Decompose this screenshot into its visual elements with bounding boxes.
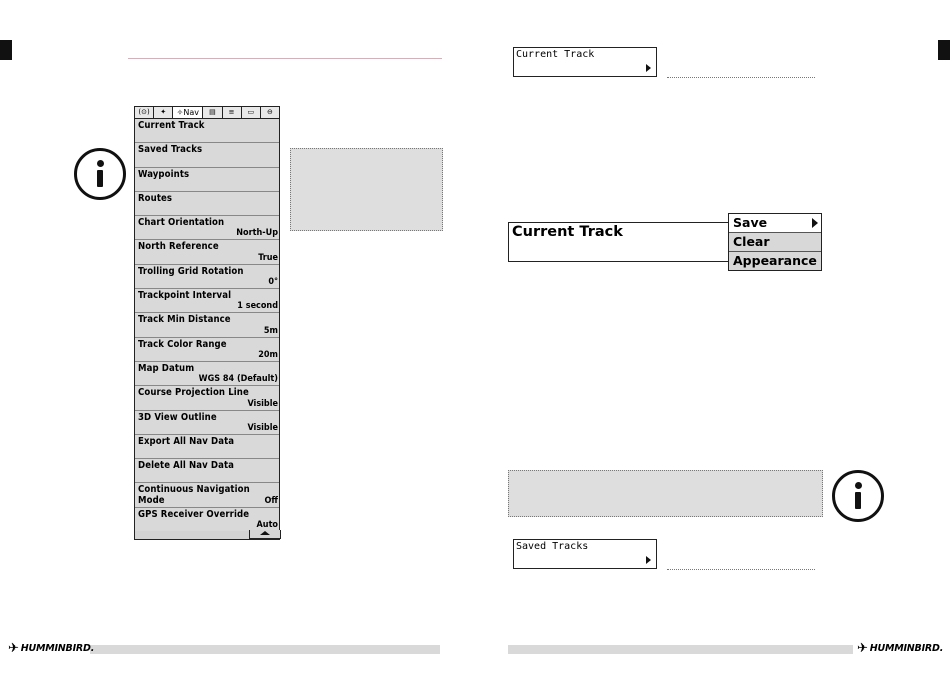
menu-item-label: Track Min Distance: [138, 314, 231, 326]
menu-item-label: 3D View Outline: [138, 411, 217, 423]
tab-sonar[interactable]: (⊙): [135, 107, 155, 118]
tab-chart[interactable]: ▤: [203, 107, 223, 118]
submenu-label: Appearance: [733, 253, 817, 268]
note-box: [508, 470, 823, 517]
footer-bar-right: [508, 645, 853, 654]
brand-logo-right: ✈ HUMMINBIRD.: [857, 641, 943, 656]
menu-item-value: Auto: [256, 520, 278, 531]
menu-item-value: 0°: [268, 277, 278, 288]
left-page-edge-tab: [0, 40, 12, 60]
submenu-item-save[interactable]: Save: [729, 214, 821, 233]
menu-item-value: 20m: [258, 349, 278, 360]
menu-item-value: Visible: [247, 398, 278, 409]
menu-tab-bar: (⊙) ✦ ✧Nav ▤ ≡ ▭ ⊖: [135, 107, 279, 119]
saved-tracks-label: Saved Tracks: [516, 541, 589, 552]
scroll-up-arrow[interactable]: [249, 530, 281, 539]
info-icon: [832, 470, 884, 522]
current-track-large-button[interactable]: Current Track: [508, 222, 729, 262]
menu-item-label: Current Track: [138, 120, 205, 131]
hummingbird-icon: ✈: [8, 641, 19, 656]
tab-accessories[interactable]: ⊖: [266, 108, 273, 116]
info-icon: [74, 148, 126, 200]
tab-nav[interactable]: ✧Nav: [173, 107, 204, 118]
dotted-rule: [667, 569, 815, 570]
hummingbird-icon: ✈: [857, 641, 868, 656]
submenu-item-clear[interactable]: Clear: [729, 233, 821, 252]
menu-item-label: Trolling Grid Rotation: [138, 265, 244, 277]
saved-tracks-button[interactable]: Saved Tracks: [513, 539, 657, 569]
menu-item-label: Delete All Nav Data: [138, 460, 234, 472]
menu-item-track-min-distance[interactable]: Track Min Distance 5m: [135, 313, 279, 338]
tab-alarms[interactable]: ✦: [154, 107, 174, 118]
menu-item-label: Track Color Range: [138, 338, 227, 350]
menu-item-value: Visible: [247, 422, 278, 433]
section-rule: [128, 58, 442, 59]
menu-item-label: Export All Nav Data: [138, 435, 235, 447]
menu-item-value: True: [258, 252, 278, 263]
menu-item-export-all-nav-data[interactable]: Export All Nav Data: [135, 434, 279, 460]
menu-item-value: 1 second: [237, 301, 278, 312]
current-track-large-label: Current Track: [512, 224, 623, 240]
menu-item-label: Course Projection Line: [138, 387, 249, 399]
footer-bar-left: [90, 645, 440, 654]
submenu-label: Clear: [733, 234, 770, 249]
current-track-label: Current Track: [516, 49, 595, 60]
menu-item-label: GPS Receiver Override: [138, 508, 250, 520]
note-box: [290, 148, 443, 231]
brand-logo-text: HUMMINBIRD.: [20, 643, 95, 654]
tab-setup[interactable]: ≡: [223, 107, 242, 118]
dotted-rule: [667, 77, 815, 78]
menu-item-value: WGS 84 (Default): [198, 374, 278, 385]
current-track-submenu: Save Clear Appearance: [728, 213, 822, 271]
menu-item-value: 5m: [263, 325, 278, 336]
brand-logo-left: ✈ HUMMINBIRD.: [8, 641, 94, 656]
submenu-item-appearance[interactable]: Appearance: [729, 252, 821, 270]
submenu-label: Save: [733, 215, 768, 230]
tab-views[interactable]: ▭: [242, 107, 261, 118]
menu-item-routes[interactable]: Routes: [135, 191, 279, 217]
menu-item-current-track[interactable]: Current Track: [135, 119, 279, 144]
menu-item-label: Continuous Navigation Mode: [138, 484, 250, 507]
menu-item-label: Chart Orientation: [138, 217, 225, 229]
menu-item-label: Map Datum: [138, 362, 195, 374]
menu-item-label: Saved Tracks: [138, 144, 203, 156]
menu-item-delete-all-nav-data[interactable]: Delete All Nav Data: [135, 459, 279, 484]
menu-item-value: Off: [264, 495, 278, 506]
menu-item-label: Trackpoint Interval: [138, 290, 232, 302]
menu-item-label: Waypoints: [138, 168, 190, 180]
menu-item-saved-tracks[interactable]: Saved Tracks: [135, 143, 279, 168]
current-track-button[interactable]: Current Track: [513, 47, 657, 77]
right-arrow-icon: [646, 64, 651, 72]
menu-item-label: North Reference: [138, 241, 219, 253]
menu-item-track-color-range[interactable]: Track Color Range 20m: [135, 337, 279, 362]
menu-item-value: North-Up: [236, 228, 278, 239]
menu-item-waypoints[interactable]: Waypoints: [135, 167, 279, 192]
right-page-edge-tab: [938, 40, 950, 60]
brand-logo-text: HUMMINBIRD.: [869, 643, 944, 654]
right-arrow-icon: [812, 218, 818, 228]
menu-item-continuous-navigation-mode[interactable]: Continuous Navigation Mode Off: [135, 483, 279, 508]
menu-item-trackpoint-interval[interactable]: Trackpoint Interval 1 second: [135, 289, 279, 314]
menu-item-label: Routes: [138, 192, 173, 204]
right-arrow-icon: [646, 556, 651, 564]
nav-menu: (⊙) ✦ ✧Nav ▤ ≡ ▭ ⊖ Current Track Saved T…: [134, 106, 280, 540]
menu-item-trolling-grid-rotation[interactable]: Trolling Grid Rotation 0°: [135, 264, 279, 290]
